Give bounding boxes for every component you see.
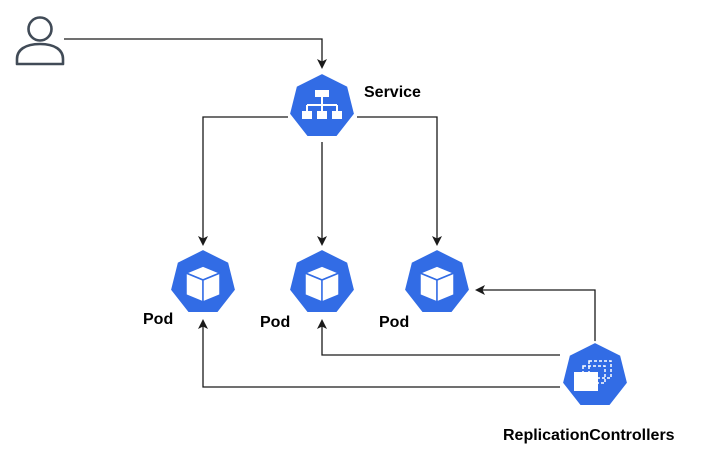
cube-icon [185, 265, 221, 303]
edge-rc-to-pod-1 [198, 319, 560, 388]
cube-icon [419, 265, 455, 303]
replication-controllers-node: ReplicationControllers [503, 340, 675, 444]
pod-label: Pod [379, 314, 409, 331]
edge-rc-to-pod-2 [317, 319, 560, 356]
stacked-boxes-icon [574, 360, 612, 391]
pod-node: Pod [143, 247, 238, 328]
service-node: Service [287, 71, 421, 138]
pod-node: Pod [260, 247, 357, 331]
edge-service-to-pod-3 [357, 116, 442, 246]
user-icon [15, 16, 65, 66]
pod-label: Pod [260, 314, 290, 331]
replication-controllers-label: ReplicationControllers [503, 427, 675, 444]
pod-label: Pod [143, 311, 173, 328]
pod-node: Pod [379, 247, 472, 331]
edges [64, 38, 596, 388]
edge-service-to-pod-1 [198, 116, 288, 246]
edge-user-to-service [64, 38, 327, 69]
edge-rc-to-pod-3 [475, 285, 596, 343]
cube-icon [304, 265, 340, 303]
hierarchy-icon [302, 90, 342, 119]
service-label: Service [364, 84, 421, 101]
